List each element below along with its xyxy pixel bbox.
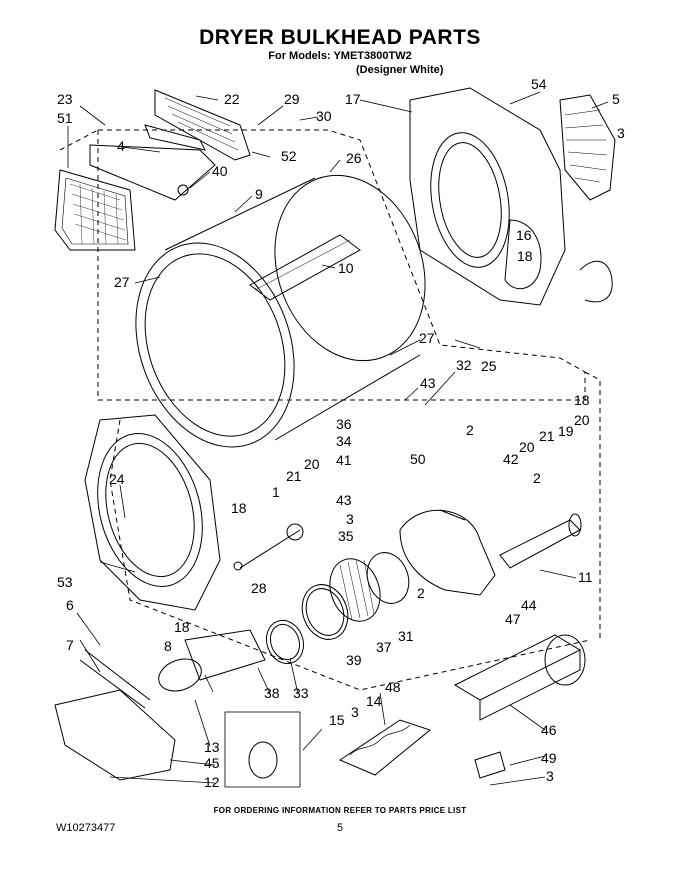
callout-16: 16 [516, 227, 532, 243]
callout-29: 29 [284, 91, 300, 107]
callout-48: 48 [385, 679, 401, 695]
callout-33: 33 [293, 685, 309, 701]
callout-37: 37 [376, 639, 392, 655]
callout-39: 39 [346, 652, 362, 668]
callout-6: 6 [66, 597, 74, 613]
callout-2b: 2 [533, 470, 541, 486]
models-line: For Models: YMET3800TW2 [268, 50, 412, 62]
leader-lines [67, 91, 609, 786]
callout-43: 43 [420, 375, 436, 391]
lint-grille [154, 89, 251, 161]
document-number: W10273477 [56, 822, 116, 834]
callout-19: 19 [558, 423, 574, 439]
callout-21b: 21 [286, 468, 302, 484]
callout-18: 18 [517, 248, 533, 264]
callout-27b: 27 [419, 330, 435, 346]
callout-43b: 43 [336, 492, 352, 508]
callout-53: 53 [57, 574, 73, 590]
callout-2: 2 [466, 422, 474, 438]
callout-13: 13 [204, 739, 220, 755]
callout-2c: 2 [417, 585, 425, 601]
callout-49: 49 [541, 750, 557, 766]
callout-45: 45 [204, 755, 220, 771]
base-duct [54, 689, 176, 781]
callout-52: 52 [281, 148, 297, 164]
callout-38: 38 [264, 685, 280, 701]
callout-20b: 20 [519, 439, 535, 455]
lint-housing [89, 144, 216, 201]
lint-filter [54, 169, 136, 251]
callout-41: 41 [336, 452, 352, 468]
callout-27: 27 [114, 274, 130, 290]
callout-42: 42 [503, 451, 519, 467]
group-outlines [59, 129, 601, 691]
callout-10: 10 [338, 260, 354, 276]
callout-3: 3 [617, 125, 625, 141]
callout-36: 36 [336, 416, 352, 432]
motor-pulley [239, 529, 301, 569]
callout-3d: 3 [546, 768, 554, 784]
callout-23: 23 [57, 91, 73, 107]
ordering-note: FOR ORDERING INFORMATION REFER TO PARTS … [213, 806, 467, 815]
blower-housing [399, 509, 496, 596]
callout-3c: 3 [351, 704, 359, 720]
callout-32: 32 [456, 357, 472, 373]
callout-24: 24 [109, 471, 125, 487]
callout-46: 46 [541, 722, 557, 738]
callout-44: 44 [521, 597, 537, 613]
callout-12: 12 [204, 774, 220, 790]
callout-18d: 18 [174, 619, 190, 635]
callout-51: 51 [57, 110, 73, 126]
front-bulkhead [84, 414, 221, 611]
callout-47: 47 [505, 611, 521, 627]
callout-5: 5 [612, 91, 620, 107]
callout-50: 50 [410, 451, 426, 467]
callout-21: 21 [539, 428, 555, 444]
page-number: 5 [336, 822, 344, 834]
exhaust-duct [499, 519, 581, 569]
callout-28: 28 [251, 580, 267, 596]
blower-cover [559, 94, 616, 303]
callout-18c: 18 [231, 500, 247, 516]
heater-housing [453, 634, 586, 721]
callout-20c: 20 [304, 456, 320, 472]
blower-assembly [265, 552, 410, 665]
rear-bulkhead [409, 87, 566, 306]
callout-8: 8 [164, 638, 172, 654]
callout-1: 1 [272, 484, 280, 500]
drum [135, 174, 426, 448]
callout-7: 7 [66, 637, 74, 653]
callout-15: 15 [329, 712, 345, 728]
callout-54: 54 [531, 76, 547, 92]
callout-18b: 18 [574, 392, 590, 408]
callout-30: 30 [316, 108, 332, 124]
heating-element [338, 719, 432, 776]
callout-9: 9 [255, 186, 263, 202]
callout-34: 34 [336, 433, 352, 449]
callout-26: 26 [346, 150, 362, 166]
callout-14: 14 [366, 693, 382, 709]
callout-25: 25 [481, 358, 497, 374]
callout-11: 11 [578, 569, 593, 585]
color-line: (Designer White) [356, 64, 444, 76]
callout-17: 17 [345, 91, 361, 107]
page-title: DRYER BULKHEAD PARTS [199, 26, 481, 49]
callout-35: 35 [338, 528, 354, 544]
callout-4: 4 [117, 138, 125, 154]
lint-duct [184, 629, 266, 681]
callout-40: 40 [212, 163, 228, 179]
wire-kit-box [224, 711, 301, 788]
callout-22: 22 [224, 91, 240, 107]
callout-20: 20 [574, 412, 590, 428]
callout-3b: 3 [346, 511, 354, 527]
callout-31: 31 [398, 628, 414, 644]
